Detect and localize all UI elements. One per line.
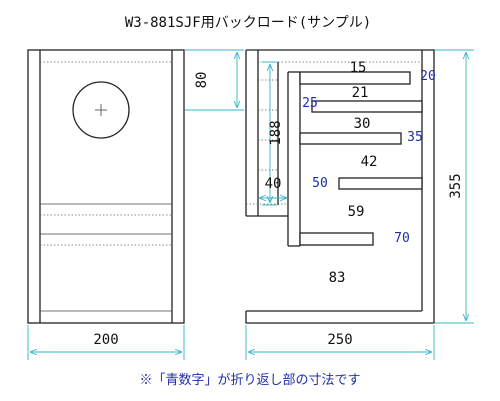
path-width-4: 42 [361, 154, 378, 170]
front-view [27, 49, 185, 324]
dimension-80-label: 80 [194, 72, 210, 89]
diagram-title: W3-881SJF用バックロード(サンプル) [125, 15, 371, 31]
dimension-40-label: 40 [265, 176, 282, 192]
dimension-200: 200 [27, 325, 185, 360]
speaker-driver-icon [72, 81, 130, 139]
fold-5: 70 [394, 231, 410, 246]
shelf-3 [299, 132, 402, 145]
shelf-1 [299, 71, 411, 85]
path-width-6: 83 [329, 270, 346, 286]
shelf-2 [311, 100, 423, 113]
path-width-3: 30 [354, 116, 371, 132]
dimension-40: 40 [259, 176, 287, 198]
dimension-250-label: 250 [327, 332, 352, 348]
shelf-5 [299, 232, 374, 246]
dimension-200-label: 200 [93, 332, 118, 348]
path-width-5: 59 [348, 204, 365, 220]
fold-2: 25 [302, 96, 318, 111]
path-width-2: 21 [352, 85, 369, 101]
side-outline [245, 49, 435, 324]
dimension-188-label: 188 [268, 120, 284, 145]
shelf-4 [338, 177, 423, 190]
fold-note: ※「青数字」が折り返し部の寸法です [139, 373, 360, 388]
fold-1: 20 [420, 69, 436, 84]
dimension-250: 250 [245, 325, 435, 360]
dimension-355-label: 355 [448, 173, 464, 198]
dimension-80: 80 [185, 49, 244, 111]
side-view [245, 49, 435, 324]
fold-3: 35 [407, 130, 423, 145]
dimension-355: 355 [435, 49, 474, 324]
fold-4: 50 [312, 176, 328, 191]
path-width-1: 15 [350, 60, 367, 76]
dimension-188: 188 [262, 61, 284, 206]
front-outline [27, 49, 185, 324]
